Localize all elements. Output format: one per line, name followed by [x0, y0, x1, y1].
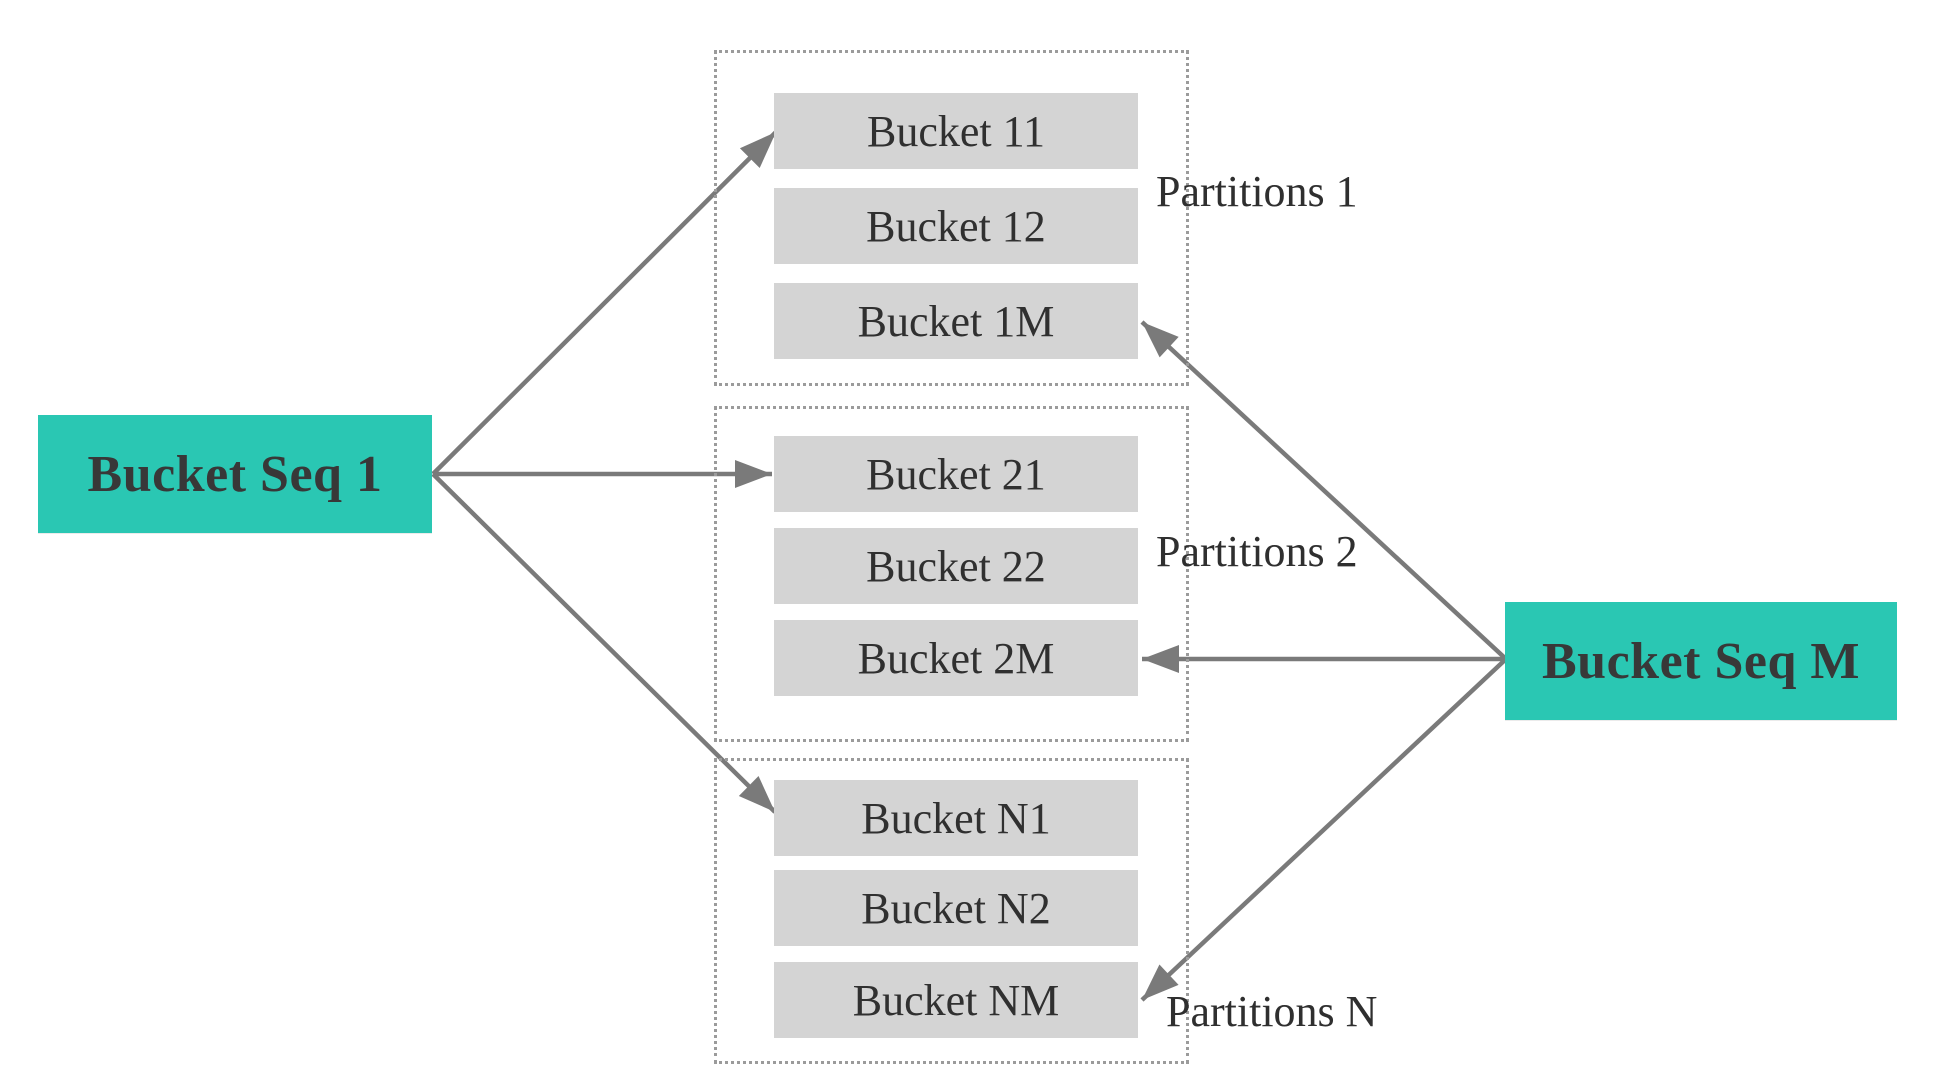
bucket-22-node: Bucket 22: [774, 528, 1138, 604]
bucket-1m-node: Bucket 1M: [774, 283, 1138, 359]
bucket-11-node: Bucket 11: [774, 93, 1138, 169]
partition-box-1: [714, 50, 1189, 386]
bucket-2m-node: Bucket 2M: [774, 620, 1138, 696]
arrow-seqm-to-bucket-1m: [1140, 320, 1508, 661]
partition-box-n: [714, 758, 1189, 1064]
bucket-n2-node: Bucket N2: [774, 870, 1138, 946]
bucket-n1-node: Bucket N1: [774, 780, 1138, 856]
partition-1-label: Partitions 1: [1156, 167, 1358, 216]
bucket-seq-1-node: Bucket Seq 1: [38, 415, 432, 533]
bucket-seq-m-node: Bucket Seq M: [1505, 602, 1897, 720]
partition-2-label: Partitions 2: [1156, 527, 1358, 576]
bucket-12-node: Bucket 12: [774, 188, 1138, 264]
bucket-21-node: Bucket 21: [774, 436, 1138, 512]
arrow-seqm-to-bucket-nm: [1140, 657, 1508, 1002]
bucket-nm-node: Bucket NM: [774, 962, 1138, 1038]
partition-n-label: Partitions N: [1166, 987, 1378, 1036]
partition-box-2: [714, 406, 1189, 742]
